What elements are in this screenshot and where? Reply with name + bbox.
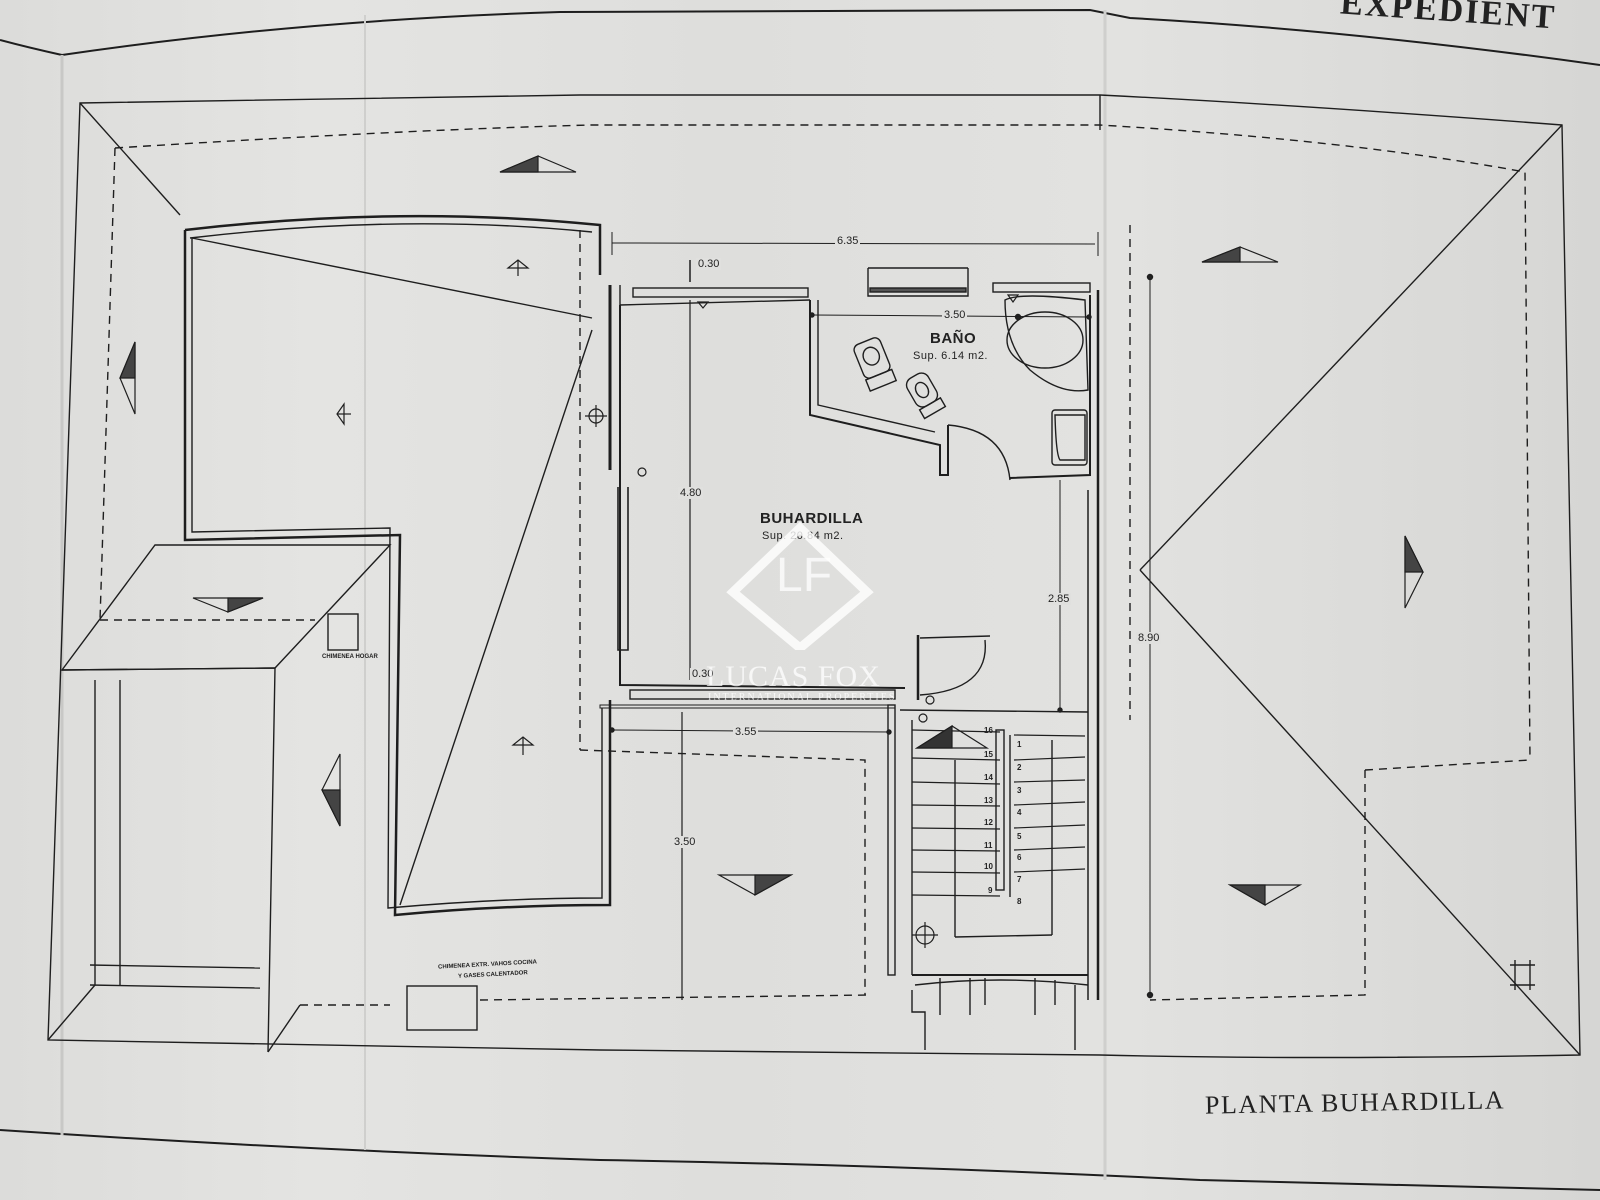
stair-step: 2 <box>1017 763 1022 772</box>
stair-step: 13 <box>984 796 993 805</box>
watermark-tagline: INTERNATIONAL PROPERTIES <box>708 692 897 703</box>
stair-step: 12 <box>984 818 993 827</box>
dimension-right-total: 8.90 <box>1136 632 1162 644</box>
stair-step: 14 <box>984 773 993 782</box>
dimension-buhardilla-height: 4.80 <box>678 487 704 499</box>
plan-title: PLANTA BUHARDILLA <box>1204 1085 1506 1120</box>
dimension-right-inner: 2.85 <box>1046 593 1072 605</box>
dimension-wall-offset-top: 0.30 <box>696 258 722 270</box>
note-chimney-hearth: CHIMENEA HOGAR <box>322 654 378 660</box>
dimension-lower-width: 3.55 <box>733 726 759 738</box>
stair-step: 16 <box>984 726 993 735</box>
stair-step: 6 <box>1017 853 1022 862</box>
lucas-fox-logo-icon <box>726 521 874 650</box>
room-area-bano: Sup. 6.14 m2. <box>913 350 988 362</box>
stair-step: 9 <box>988 886 993 895</box>
dimension-wall-offset-bottom: 0.30 <box>690 668 716 680</box>
dimension-bath-width: 3.50 <box>942 309 968 321</box>
room-name-buhardilla: BUHARDILLA <box>760 510 864 527</box>
stair-step: 1 <box>1017 740 1022 749</box>
watermark-brand: LUCAS FOX <box>706 660 881 693</box>
watermark-monogram: LF <box>776 549 833 602</box>
dimension-top-width: 6.35 <box>835 235 861 247</box>
stair-step: 10 <box>984 862 993 871</box>
dimension-lower-height: 3.50 <box>672 836 698 848</box>
room-name-bano: BAÑO <box>930 330 977 347</box>
stair-step: 15 <box>984 750 993 759</box>
slope-arrow <box>499 155 577 173</box>
stair-step: 8 <box>1017 897 1022 906</box>
stair-step: 7 <box>1017 875 1022 884</box>
stair-step: 4 <box>1017 808 1022 817</box>
stair-step: 3 <box>1017 786 1022 795</box>
stair-step: 5 <box>1017 832 1022 841</box>
stair-step: 11 <box>984 841 993 850</box>
